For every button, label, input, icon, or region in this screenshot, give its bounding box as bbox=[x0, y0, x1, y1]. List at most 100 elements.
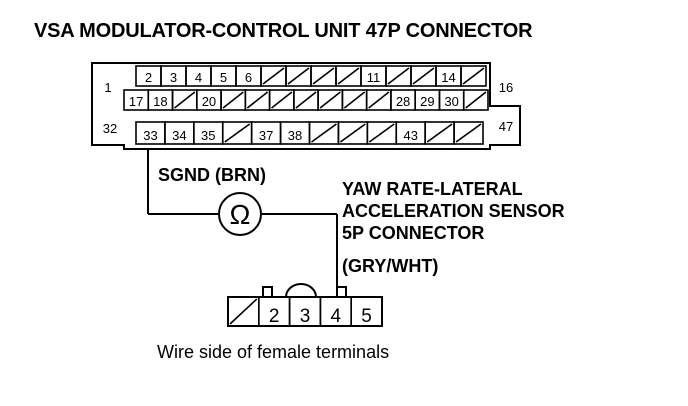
ecu-row3-cell bbox=[337, 121, 369, 145]
ecu-row3-cell: 37 bbox=[250, 121, 282, 145]
ecu-row3-cell: 33 bbox=[135, 121, 166, 145]
ecu-row1-cell: 5 bbox=[210, 65, 237, 87]
ecu-row2-cell bbox=[220, 89, 247, 111]
ecu-row1-cell bbox=[385, 65, 412, 87]
terminal-number: 2 bbox=[269, 306, 280, 327]
ecu-row1-cell bbox=[335, 65, 362, 87]
ecu-row1-cell bbox=[260, 65, 287, 87]
blank-terminal-slash bbox=[224, 123, 251, 143]
blank-terminal-slash bbox=[339, 123, 366, 143]
blank-terminal-slash bbox=[295, 91, 317, 109]
sensor-pin-cell: 4 bbox=[319, 296, 352, 327]
ecu-row1-cell: 3 bbox=[160, 65, 187, 87]
blank-terminal-slash bbox=[343, 91, 366, 109]
blank-terminal-slash bbox=[271, 91, 293, 109]
blank-terminal-slash bbox=[246, 91, 269, 109]
ecu-row3-cell bbox=[308, 121, 340, 145]
sgnd-wire bbox=[147, 149, 338, 297]
ecu-row1-cell: 11 bbox=[360, 65, 387, 87]
terminal-number: 43 bbox=[403, 128, 417, 143]
ecu-row2-cell bbox=[244, 89, 271, 111]
sensor-wire-color: (GRY/WHT) bbox=[342, 256, 439, 276]
terminal-number: 5 bbox=[220, 70, 227, 85]
blank-terminal-slash bbox=[455, 123, 482, 143]
blank-terminal-slash bbox=[412, 67, 435, 85]
caption: Wire side of female terminals bbox=[157, 342, 390, 362]
terminal-number: 11 bbox=[367, 70, 381, 85]
ecu-row2-cell: 29 bbox=[414, 89, 441, 111]
sgnd-wire-label: SGND (BRN) bbox=[158, 165, 266, 185]
ecu-row1-cell: 14 bbox=[435, 65, 462, 87]
blank-terminal-slash bbox=[229, 298, 258, 325]
terminal-number: 28 bbox=[396, 94, 410, 109]
blank-terminal-slash bbox=[319, 91, 341, 109]
ecu-row2-cell: 30 bbox=[438, 89, 465, 111]
blank-terminal-slash bbox=[174, 91, 196, 109]
sensor-name-line1: YAW RATE-LATERAL bbox=[342, 179, 523, 199]
terminal-number: 4 bbox=[195, 70, 202, 85]
ecu-row2-cell bbox=[268, 89, 295, 111]
ecu-row2-cell bbox=[317, 89, 344, 111]
sensor-pin-cell: 2 bbox=[257, 296, 291, 327]
ecu-row3-cell: 38 bbox=[279, 121, 311, 145]
terminal-number: 30 bbox=[444, 94, 458, 109]
blank-terminal-slash bbox=[368, 123, 395, 143]
ecu-row1-cell: 2 bbox=[135, 65, 162, 87]
blank-terminal-slash bbox=[262, 67, 285, 85]
ecu-row3-cell: 34 bbox=[164, 121, 195, 145]
blank-terminal-slash bbox=[222, 91, 244, 109]
terminal-number: 4 bbox=[331, 306, 342, 327]
ecu-row3-cell bbox=[424, 121, 455, 145]
terminal-number: 5 bbox=[361, 306, 372, 327]
terminal-number: 34 bbox=[172, 128, 186, 143]
ecu-row1-cell bbox=[310, 65, 337, 87]
blank-terminal-slash bbox=[426, 123, 453, 143]
blank-terminal-slash bbox=[287, 67, 310, 85]
terminal-number: 29 bbox=[420, 94, 434, 109]
ecu-row2-cell: 28 bbox=[390, 89, 416, 111]
ecu-row2-cell bbox=[293, 89, 319, 111]
blank-terminal-slash bbox=[337, 67, 360, 85]
end-terminal-number: 16 bbox=[499, 80, 513, 95]
ecu-row1-cell bbox=[285, 65, 312, 87]
terminal-number: 37 bbox=[259, 128, 273, 143]
ecu-row2-cell: 20 bbox=[196, 89, 222, 111]
ohm-symbol-text: Ω bbox=[230, 199, 251, 230]
ecu-connector bbox=[91, 62, 521, 150]
end-terminal-number: 47 bbox=[499, 119, 513, 134]
end-terminal-number: 32 bbox=[103, 121, 117, 136]
ecu-row2-cell: 17 bbox=[123, 89, 150, 111]
ecu-row1-cell: 4 bbox=[185, 65, 212, 87]
ecu-row3-cell: 43 bbox=[395, 121, 426, 145]
terminal-number: 14 bbox=[441, 70, 455, 85]
ecu-row3-cell bbox=[366, 121, 398, 145]
blank-terminal-slash bbox=[462, 67, 485, 85]
terminal-number: 3 bbox=[300, 306, 311, 327]
terminal-number: 18 bbox=[153, 94, 167, 109]
blank-terminal-slash bbox=[368, 91, 390, 109]
terminal-number: 2 bbox=[145, 70, 152, 85]
terminal-number: 35 bbox=[201, 128, 215, 143]
end-terminal-number: 1 bbox=[104, 80, 111, 95]
terminal-number: 33 bbox=[143, 128, 157, 143]
sensor-pin-cell: 3 bbox=[288, 296, 322, 327]
ecu-row2-cell: 18 bbox=[147, 89, 174, 111]
sensor-pin-cell: 5 bbox=[350, 296, 383, 327]
blank-terminal-slash bbox=[387, 67, 410, 85]
ecu-row2-cell bbox=[171, 89, 198, 111]
terminal-number: 38 bbox=[288, 128, 302, 143]
terminal-number: 17 bbox=[129, 94, 143, 109]
sensor-name-line3: 5P CONNECTOR bbox=[342, 223, 485, 243]
ecu-row2-cell bbox=[462, 89, 489, 111]
blank-terminal-slash bbox=[311, 123, 337, 143]
terminal-number: 6 bbox=[245, 70, 252, 85]
ecu-row3-cell: 35 bbox=[193, 121, 224, 145]
ecu-row3-cell bbox=[221, 121, 253, 145]
ecu-row3-cell bbox=[453, 121, 484, 145]
blank-terminal-slash bbox=[465, 91, 487, 109]
ecu-row2-cell bbox=[341, 89, 368, 111]
ecu-row1-cell bbox=[410, 65, 437, 87]
